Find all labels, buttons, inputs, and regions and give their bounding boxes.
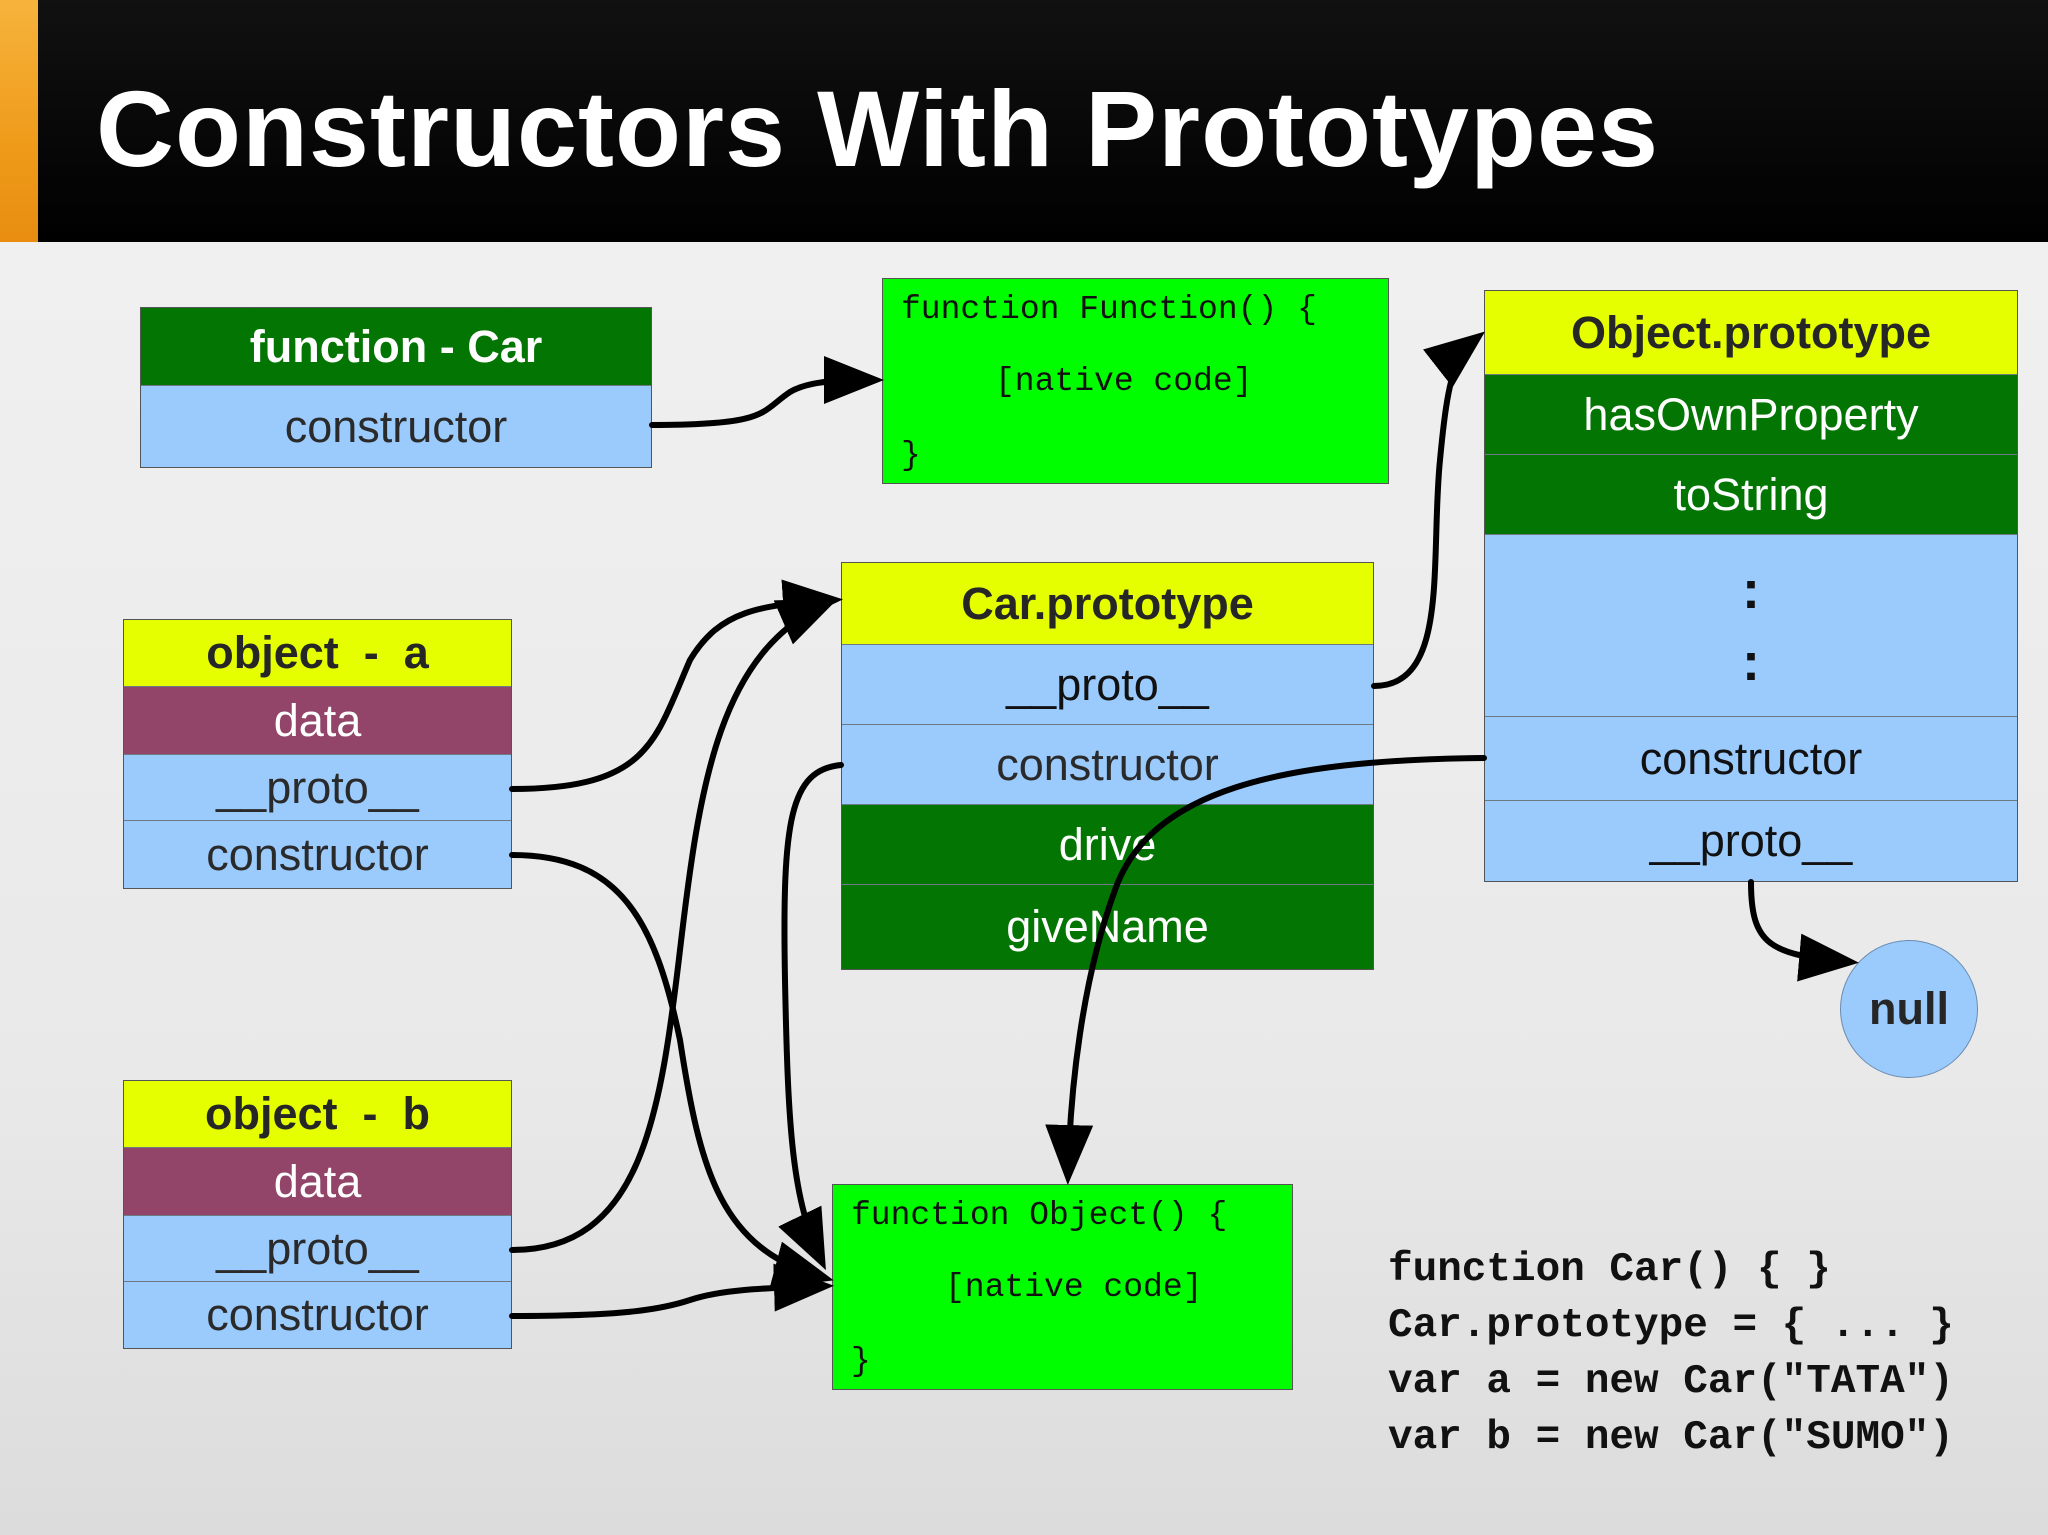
object-a-box: object - a data __proto__ constructor: [123, 619, 512, 889]
object-b-proto: __proto__: [124, 1216, 511, 1282]
code-line-3: var a = new Car("TATA"): [1388, 1359, 1954, 1405]
arrow-objectprototype-proto-to-null: [1748, 879, 1859, 982]
arrow-a-constructor-to-functionobject: [509, 852, 834, 1289]
arrow-car-constructor-to-function: [649, 356, 884, 428]
title-bar: Constructors With Prototypes: [0, 0, 2048, 242]
object-b-header: object - b: [124, 1081, 511, 1148]
function-function-line3: }: [901, 437, 921, 474]
object-a-header: object - a: [124, 620, 511, 687]
arrow-objectprototype-constructor-to-functionobject: [1045, 755, 1487, 1185]
function-car-constructor: constructor: [141, 386, 651, 467]
car-prototype-header: Car.prototype: [842, 563, 1373, 645]
object-a-constructor: constructor: [124, 821, 511, 888]
car-prototype-proto: __proto__: [842, 645, 1373, 725]
function-object-line2: [native code]: [945, 1269, 1203, 1306]
null-node: null: [1840, 940, 1978, 1078]
code-line-2: Car.prototype = { ... }: [1388, 1303, 1954, 1349]
object-a-proto: __proto__: [124, 755, 511, 821]
code-line-1: function Car() { }: [1388, 1247, 1831, 1293]
object-prototype-hasownproperty: hasOwnProperty: [1485, 375, 2017, 455]
function-object-box: function Object() { [native code] }: [832, 1184, 1293, 1390]
object-prototype-header: Object.prototype: [1485, 291, 2017, 375]
arrow-b-proto-to-carprototype: [509, 598, 839, 1253]
arrow-b-constructor-to-functionobject: [509, 1263, 834, 1319]
car-prototype-constructor: constructor: [842, 725, 1373, 805]
arrow-carproto-proto-to-objectprototype: [1371, 331, 1486, 689]
arrow-a-proto-to-carprototype: [509, 579, 843, 792]
car-prototype-drive: drive: [842, 805, 1373, 885]
code-line-4: var b = new Car("SUMO"): [1388, 1415, 1954, 1461]
object-b-box: object - b data __proto__ constructor: [123, 1080, 512, 1349]
function-object-line3: }: [851, 1343, 871, 1380]
function-car-box: function - Car constructor: [140, 307, 652, 468]
function-function-line2: [native code]: [995, 363, 1253, 400]
page-title: Constructors With Prototypes: [96, 68, 1660, 189]
function-function-line1: function Function() {: [901, 291, 1317, 328]
object-a-data: data: [124, 687, 511, 755]
object-b-data: data: [124, 1148, 511, 1216]
arrow-carproto-constructor-to-functionobject: [778, 762, 844, 1271]
object-prototype-proto: __proto__: [1485, 801, 2017, 881]
function-function-box: function Function() { [native code] }: [882, 278, 1389, 484]
code-snippet: function Car() { } Car.prototype = { ...…: [1388, 1242, 1954, 1466]
object-prototype-constructor: constructor: [1485, 717, 2017, 801]
object-prototype-ellipsis: : :: [1485, 535, 2017, 717]
object-prototype-tostring: toString: [1485, 455, 2017, 535]
title-accent: [0, 0, 38, 242]
object-b-constructor: constructor: [124, 1282, 511, 1348]
object-prototype-box: Object.prototype hasOwnProperty toString…: [1484, 290, 2018, 882]
function-object-line1: function Object() {: [851, 1197, 1228, 1234]
function-car-header: function - Car: [141, 308, 651, 386]
